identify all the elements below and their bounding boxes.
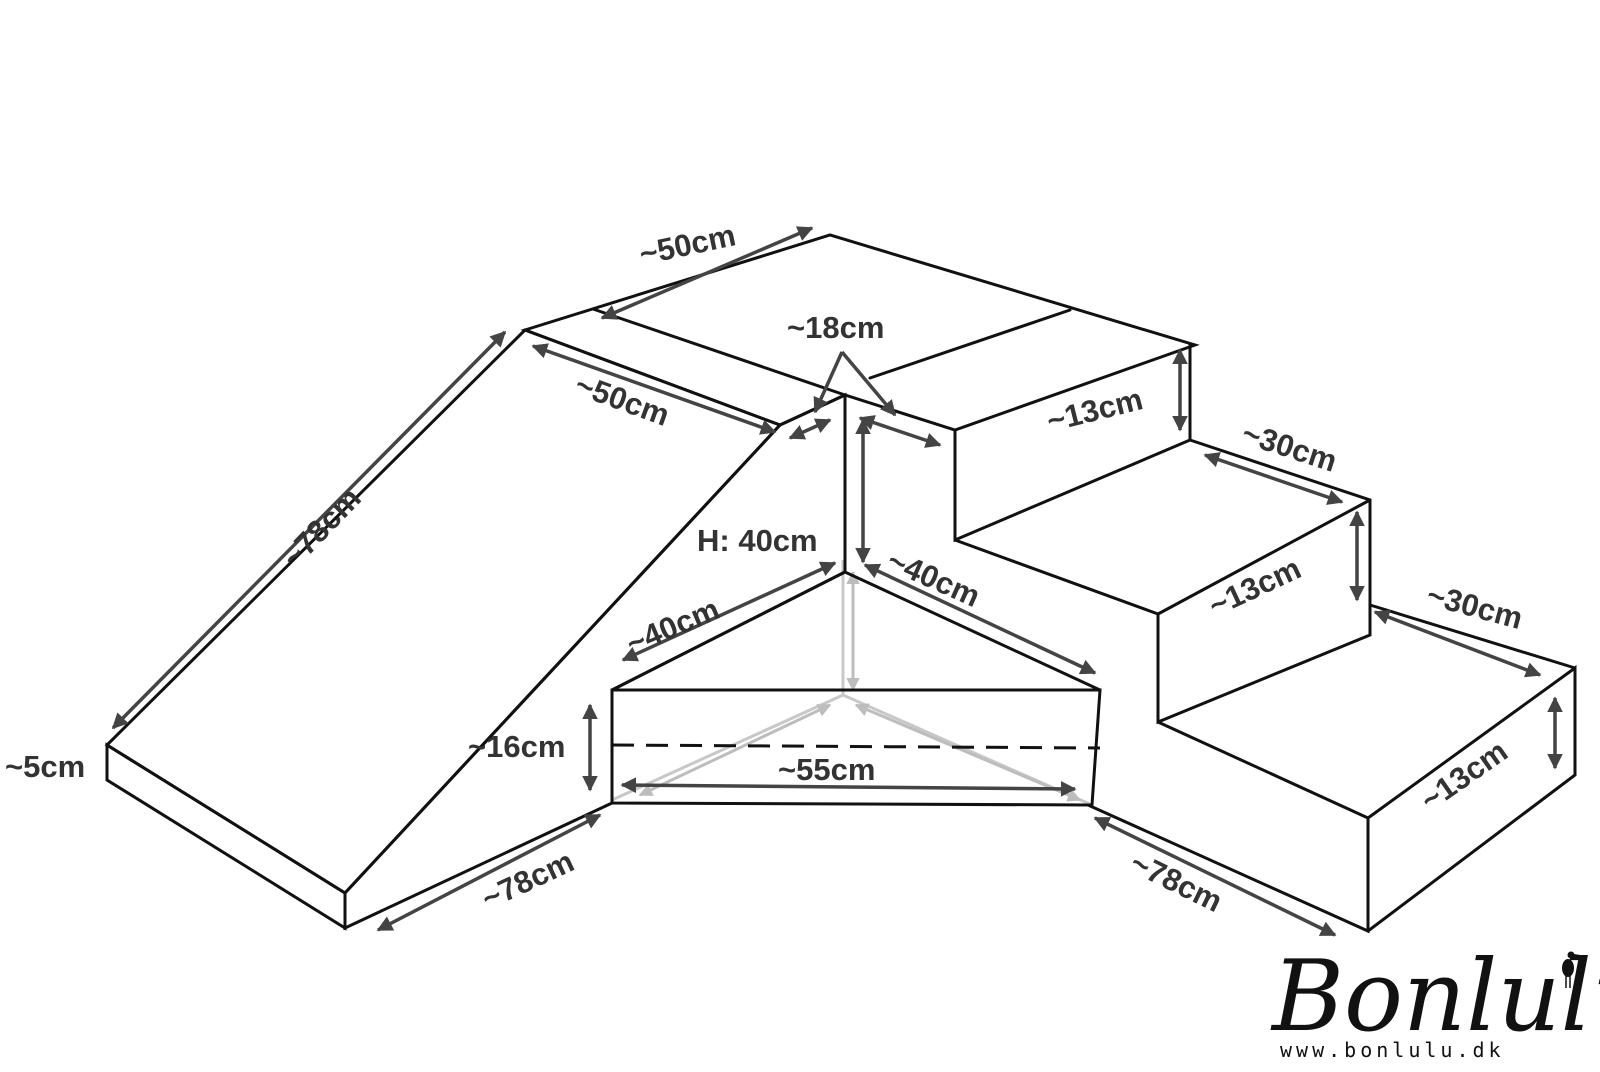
dimension-arrows xyxy=(111,226,1563,937)
label-center-height: H: 40cm xyxy=(697,523,818,558)
label-top-depth: ~50cm xyxy=(636,217,739,271)
label-ramp-end-height: ~5cm xyxy=(5,749,85,784)
label-ramp-length: ~78cm xyxy=(275,480,368,574)
brand-wordmark: Bonlulu xyxy=(1270,940,1600,1054)
label-tri-height: ~16cm xyxy=(468,729,565,764)
label-step1-height: ~13cm xyxy=(1043,381,1146,439)
label-cutout-gap: ~18cm xyxy=(787,310,884,345)
dimension-labels: ~78cm ~5cm ~50cm ~50cm ~18cm H: 40cm ~40… xyxy=(5,217,1526,919)
stairs-block xyxy=(843,343,1577,934)
label-tri-right: ~40cm xyxy=(882,542,985,614)
bonlulu-logo: Bonlulu www.bonlulu.dk xyxy=(1270,940,1600,1062)
label-step2-depth: ~30cm xyxy=(1238,415,1341,478)
label-tri-width: ~55cm xyxy=(778,752,875,787)
website-url: www.bonlulu.dk xyxy=(1280,1038,1505,1062)
stork-icon xyxy=(1562,951,1587,988)
label-tri-left: ~40cm xyxy=(621,591,724,661)
